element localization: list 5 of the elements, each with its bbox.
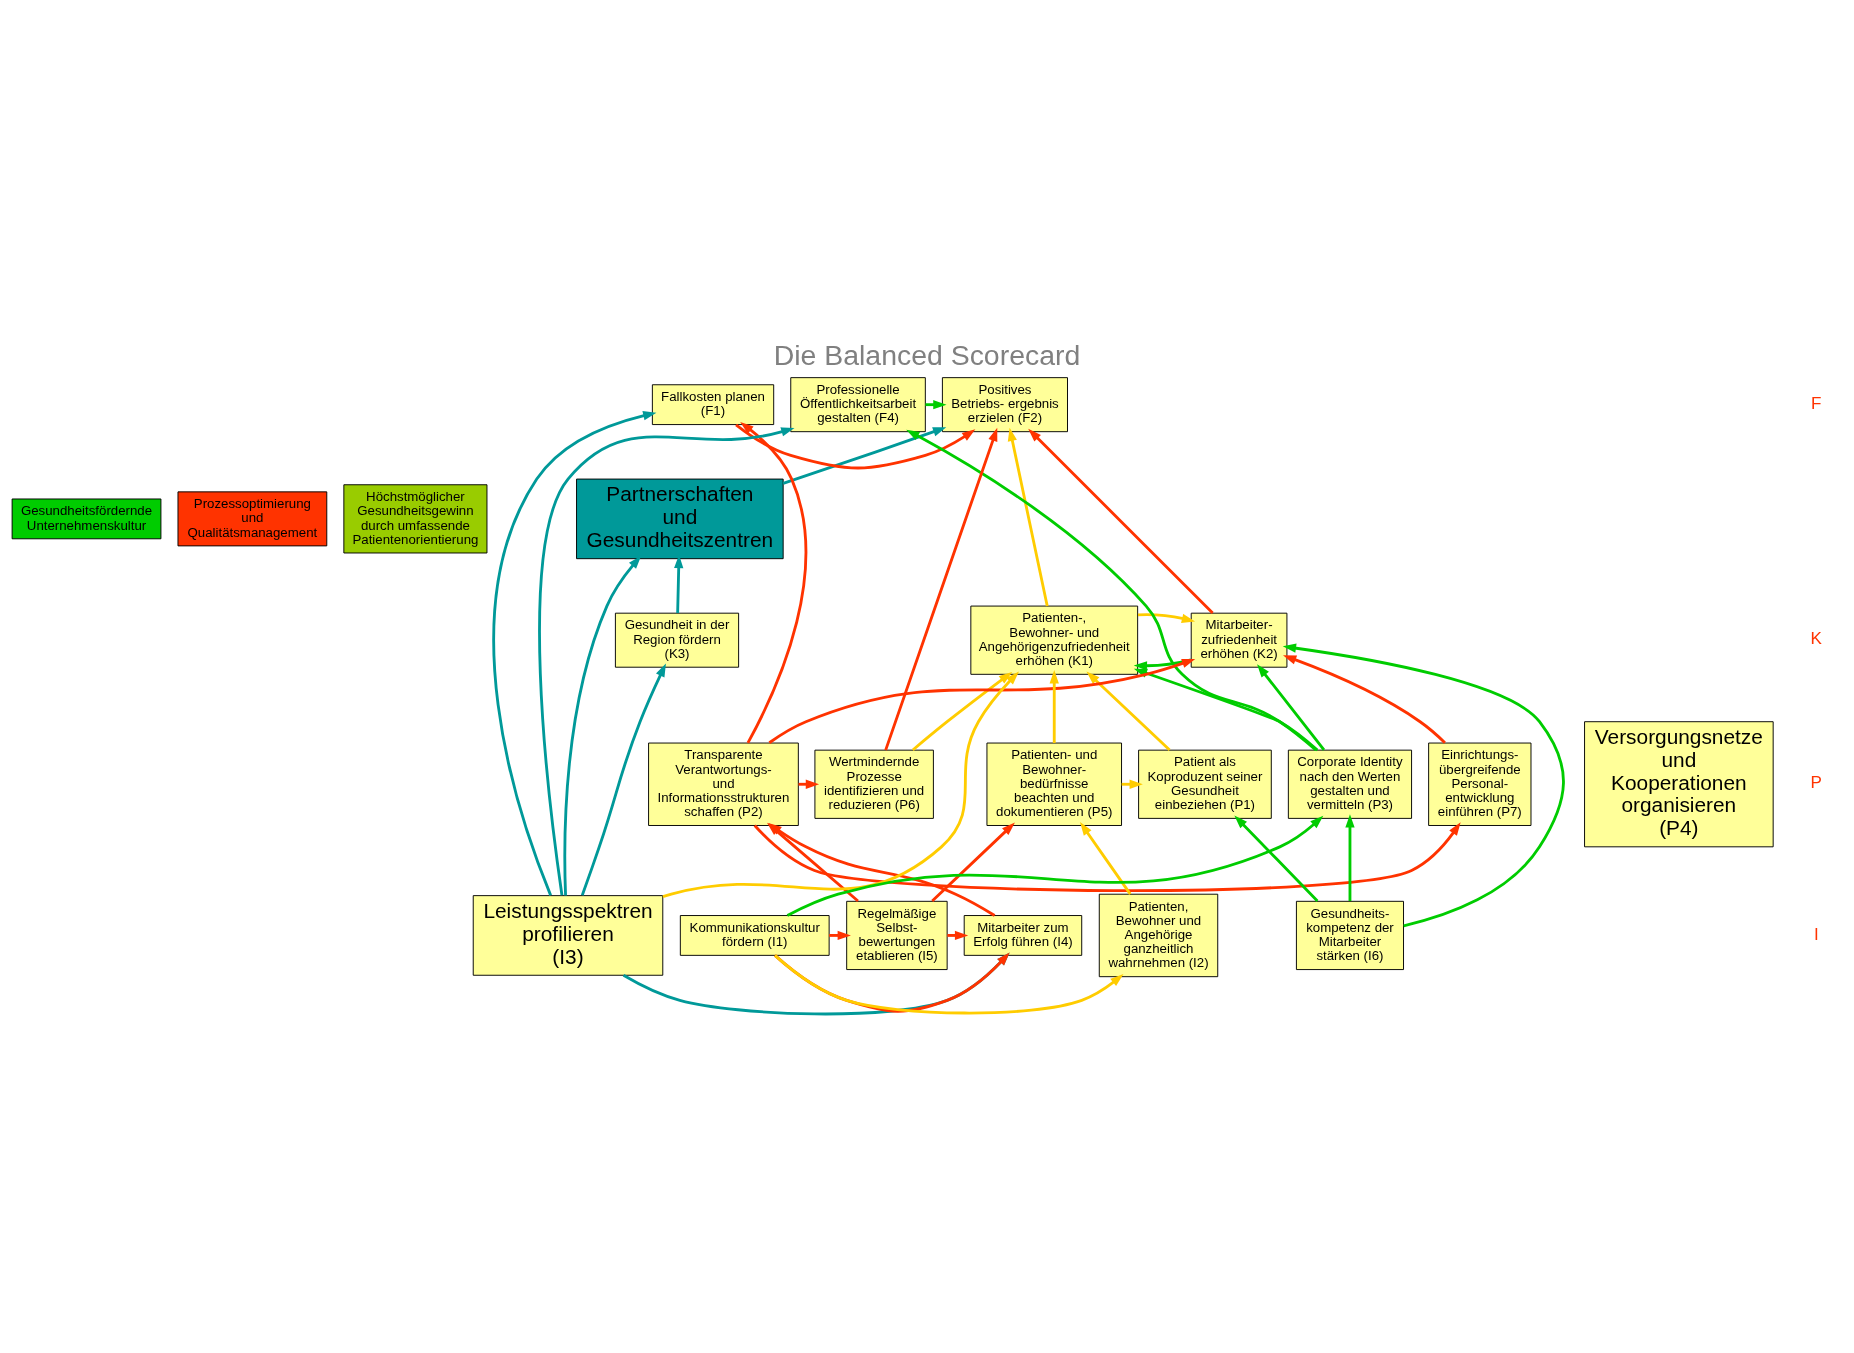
- diagram-title: Die Balanced Scorecard: [773, 339, 1081, 372]
- label: I: [1813, 924, 1819, 944]
- label: K: [1810, 629, 1822, 649]
- label: F: [1811, 393, 1822, 413]
- label: P: [1810, 773, 1822, 793]
